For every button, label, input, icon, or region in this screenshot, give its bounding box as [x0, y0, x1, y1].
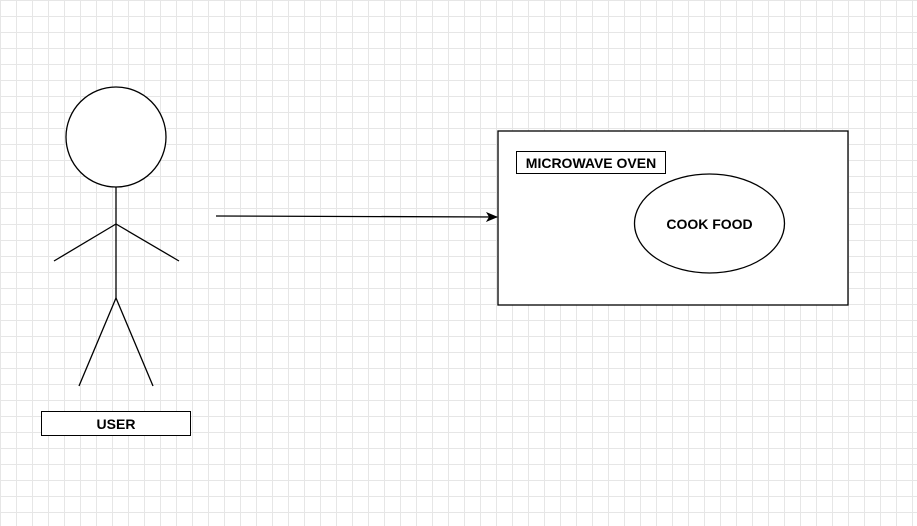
stick-figure-icon[interactable]	[53, 86, 180, 387]
actor-label[interactable]: USER	[41, 411, 191, 436]
use-case-label: COOK FOOD	[666, 215, 753, 232]
actor-leg-left	[78, 297, 117, 387]
actor-head	[65, 86, 167, 188]
association-arrow[interactable]	[215, 211, 498, 222]
use-case-ellipse[interactable]	[633, 173, 786, 274]
actor-arm-right	[115, 223, 180, 262]
system-title[interactable]: MICROWAVE OVEN	[516, 151, 666, 174]
actor-leg-right	[115, 297, 154, 387]
actor-arm-left	[53, 223, 117, 262]
